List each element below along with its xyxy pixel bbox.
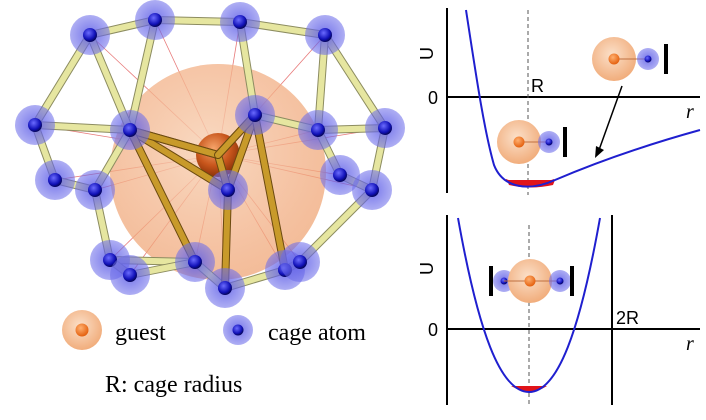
bottom-x-label: r [686, 333, 694, 355]
cage-atom [123, 268, 137, 282]
cage-atom [148, 13, 162, 27]
cage-atom [293, 255, 307, 269]
inset3-right-atom-core [556, 277, 564, 285]
top-inset-far-pair [592, 37, 668, 81]
top-R-label: R [531, 76, 544, 96]
bottom-potential-plot: U 0 2R r [417, 215, 700, 405]
inset3-guest-core [524, 275, 536, 287]
inset2-atom-core [545, 138, 553, 146]
cage-atom [233, 15, 247, 29]
top-potential-plot: U 0 R r [417, 8, 701, 195]
inset3-right-wall [570, 266, 574, 296]
legend-cage-atom-core-icon [232, 324, 244, 336]
cage-radius-caption: R: cage radius [105, 372, 242, 398]
cage-atom [83, 28, 97, 42]
cage-atom [28, 118, 42, 132]
cage-atom [378, 121, 392, 135]
cage-atom [333, 168, 347, 182]
cage-atom [103, 253, 117, 267]
top-inset-near-pair [497, 120, 567, 164]
cage-atom [88, 183, 102, 197]
bottom-y-label: U [417, 262, 437, 275]
cage-panel: guest cage atom R: cage radius [15, 0, 405, 398]
inset2-guest-core [513, 136, 525, 148]
top-potential-curve [465, 9, 701, 188]
cage-atom [218, 281, 232, 295]
front-bond [252, 112, 288, 273]
legend-guest-core-icon [75, 323, 89, 337]
top-x-label: r [686, 101, 694, 123]
cage-atom [221, 183, 235, 197]
inset2-wall [563, 127, 567, 157]
top-zero-label: 0 [428, 88, 438, 108]
cage-atom [248, 108, 262, 122]
front-bond [127, 127, 198, 265]
legend-cage-atom-label: cage atom [268, 320, 366, 346]
legend: guest cage atom R: cage radius [62, 310, 366, 398]
bottom-zero-label: 0 [428, 320, 438, 340]
cage-atoms [15, 0, 405, 308]
arrow-to-curve [595, 85, 623, 158]
legend-guest-label: guest [115, 320, 166, 346]
bottom-2R-label: 2R [616, 308, 639, 328]
cage-atom [365, 183, 379, 197]
inset-atom-core [644, 55, 652, 63]
bottom-potential-curve [457, 217, 601, 394]
bottom-inset-symmetric [489, 259, 574, 303]
top-y-label: U [417, 47, 437, 60]
cage-atom [188, 255, 202, 269]
inset3-left-wall [489, 266, 493, 296]
inset-guest-core [608, 53, 620, 65]
cage-atom [48, 173, 62, 187]
inset-wall [664, 44, 668, 74]
cage-atom [123, 123, 137, 137]
cage-atom [318, 28, 332, 42]
cage-atom [311, 123, 325, 137]
